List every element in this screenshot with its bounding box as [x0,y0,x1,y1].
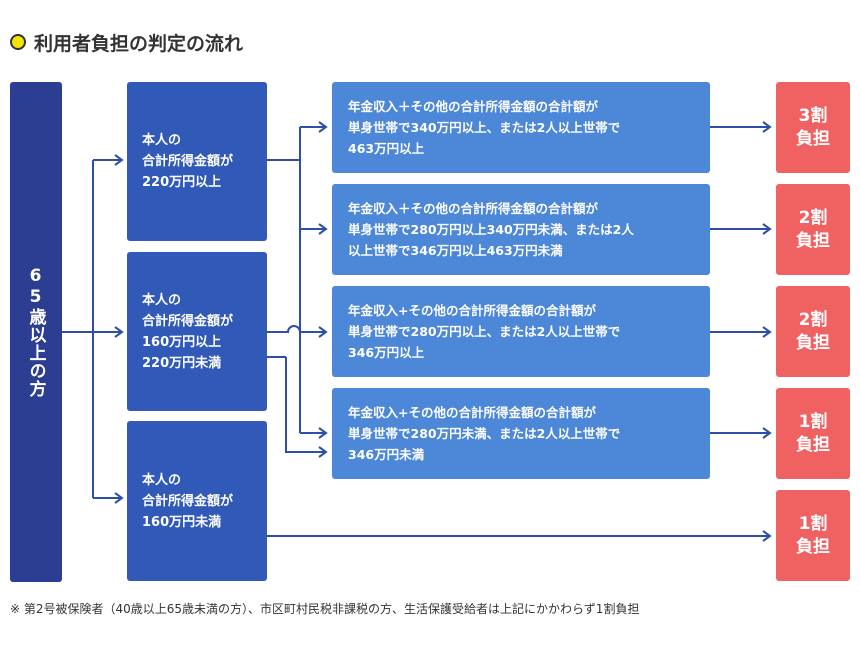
arrow-income-2-to-condition-4 [285,357,328,458]
diagram-title: 利用者負担の判定の流れ [10,27,243,57]
arrow-to-condition-3 [267,325,328,338]
income-label-3: 本人の 合計所得金額が 160万円未満 [142,472,234,530]
result-box-1: 3割 負担 [776,82,850,173]
condition-label-2: 年金収入＋その他の合計所得金額の合計額が 単身世帯で280万円以上340万円未満… [348,201,634,258]
result-box-5: 1割 負担 [776,490,850,581]
result-label-3: 2割 負担 [796,309,830,353]
age-label: 65歳以上の方 [25,266,46,398]
result-label-2: 2割 負担 [796,207,830,251]
footnote: ※ 第2号被保険者（40歳以上65歳未満の方）、市区町村民税非課税の方、生活保護… [10,602,640,616]
yellow-dot-icon [10,34,26,50]
condition-label-4: 年金収入+その他の合計所得金額の合計額が 単身世帯で280万円未満、または2人以… [348,405,621,462]
diagram-title-text: 利用者負担の判定の流れ [34,32,244,55]
condition-box-1: 年金収入＋その他の合計所得金額の合計額が 単身世帯で340万円以上、または2人以… [332,82,710,173]
result-box-4: 1割 負担 [776,388,850,479]
condition-label-1: 年金収入＋その他の合計所得金額の合計額が 単身世帯で340万円以上、または2人以… [348,99,621,156]
income-box-2: 本人の 合計所得金額が 160万円以上 220万円未満 [127,252,267,411]
result-box-2: 2割 負担 [776,184,850,275]
condition-box-2: 年金収入＋その他の合計所得金額の合計額が 単身世帯で280万円以上340万円未満… [332,184,710,275]
result-label-1: 3割 負担 [796,105,830,149]
condition-label-3: 年金収入+その他の合計所得金額の合計額が 単身世帯で280万円以上、または2人以… [348,303,621,360]
result-box-3: 2割 負担 [776,286,850,377]
condition-box-3: 年金収入+その他の合計所得金額の合計額が 単身世帯で280万円以上、または2人以… [332,286,710,377]
result-label-5: 1割 負担 [796,513,830,557]
income-box-3: 本人の 合計所得金額が 160万円未満 [127,421,267,581]
condition-box-4: 年金収入+その他の合計所得金額の合計額が 単身世帯で280万円未満、または2人以… [332,388,710,479]
income-label-1: 本人の 合計所得金額が 220万円以上 [142,133,234,190]
income-label-2: 本人の 合計所得金額が 160万円以上 220万円未満 [142,292,234,371]
result-label-4: 1割 負担 [796,411,830,455]
age-box: 65歳以上の方 [10,82,62,582]
income-box-1: 本人の 合計所得金額が 220万円以上 [127,82,267,241]
